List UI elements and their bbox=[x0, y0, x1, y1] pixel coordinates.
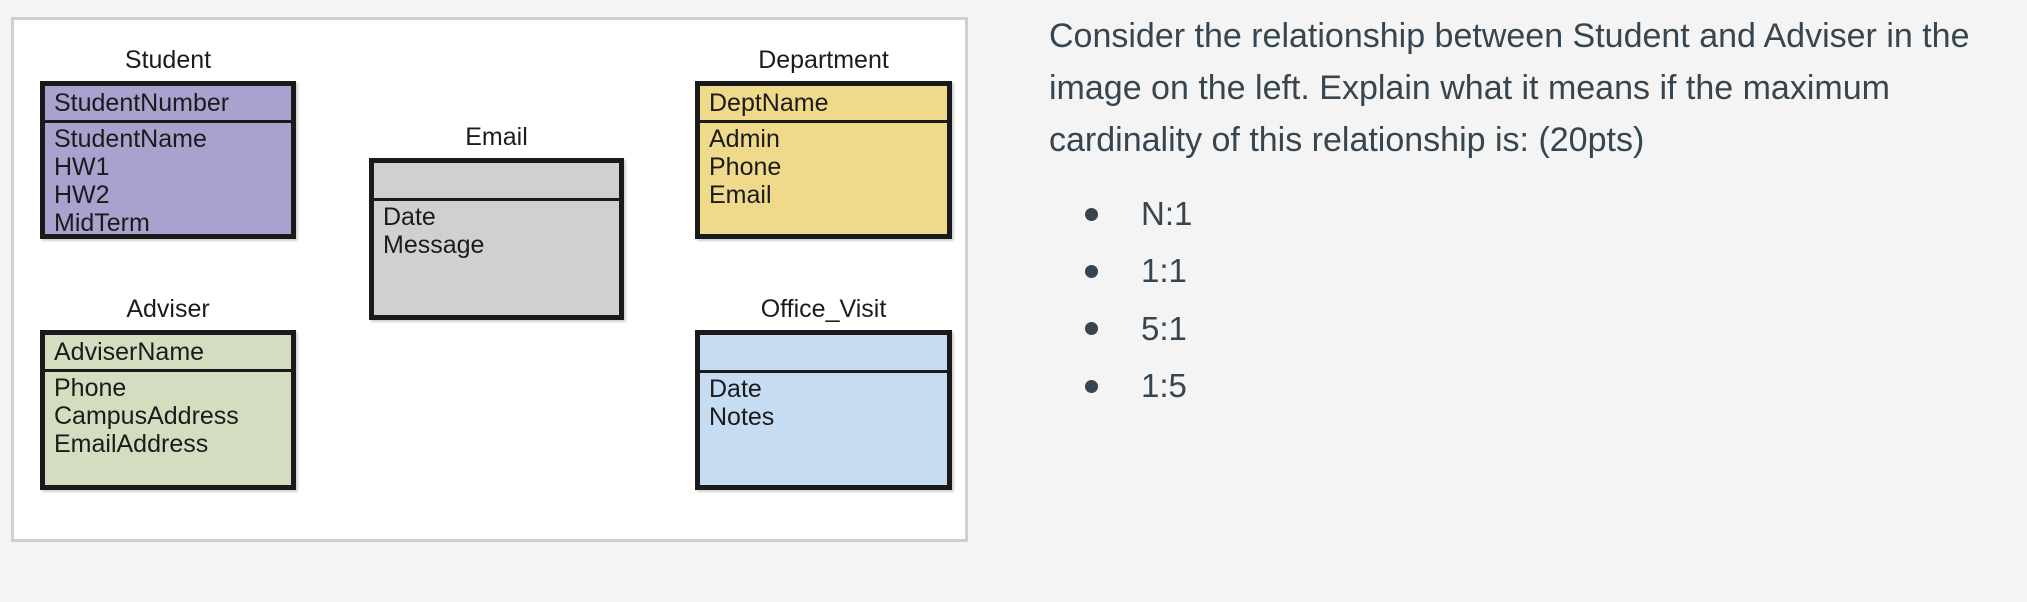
entity-student-attributes: StudentName HW1 HW2 MidTerm bbox=[45, 123, 291, 241]
attribute-row: Phone bbox=[54, 374, 127, 402]
entity-student-title: Student bbox=[124, 46, 212, 74]
entity-department-key: DeptName bbox=[700, 86, 947, 123]
attribute-row: StudentName bbox=[54, 125, 207, 153]
bullet-icon bbox=[1085, 264, 1098, 278]
entity-office-visit-key bbox=[700, 335, 947, 373]
entity-office-visit-title: Office_Visit bbox=[760, 295, 887, 323]
entity-office-visit-box: Date Notes bbox=[695, 330, 952, 490]
entity-department-attributes: Admin Phone Email bbox=[700, 123, 947, 213]
answer-choice-3[interactable]: 5:1 bbox=[1049, 309, 1999, 347]
question-prompt: Consider the relationship between Studen… bbox=[1049, 17, 1970, 160]
answer-choice-label: 1:5 bbox=[1141, 366, 1187, 404]
entity-adviser-box: AdviserName Phone CampusAddress EmailAdd… bbox=[40, 330, 296, 490]
attribute-row: Date bbox=[383, 203, 436, 231]
entity-email-attributes: Date Message bbox=[374, 201, 619, 263]
entity-student-box: StudentNumber StudentName HW1 HW2 MidTer… bbox=[40, 81, 296, 239]
question-panel: Consider the relationship between Studen… bbox=[1049, 10, 1999, 425]
bullet-icon bbox=[1085, 322, 1098, 336]
answer-choice-1[interactable]: N:1 bbox=[1049, 195, 1999, 233]
attribute-row: Message bbox=[383, 231, 485, 259]
entity-adviser-attributes: Phone CampusAddress EmailAddress bbox=[45, 372, 291, 462]
attribute-row: MidTerm bbox=[54, 209, 150, 237]
entity-adviser-key: AdviserName bbox=[45, 335, 291, 372]
bullet-icon bbox=[1085, 379, 1098, 393]
answer-choice-4[interactable]: 1:5 bbox=[1049, 366, 1999, 404]
bullet-icon bbox=[1085, 207, 1098, 221]
answer-choice-list: N:1 1:1 5:1 1:5 bbox=[1049, 195, 1999, 404]
answer-choice-2[interactable]: 1:1 bbox=[1049, 253, 1999, 289]
answer-choice-label: N:1 bbox=[1141, 195, 1193, 233]
attribute-row: Admin bbox=[709, 125, 780, 153]
entity-email-key bbox=[374, 163, 619, 201]
attribute-row: CampusAddress bbox=[54, 402, 239, 430]
entity-department-box: DeptName Admin Phone Email bbox=[695, 81, 952, 239]
attribute-row: HW1 bbox=[54, 153, 110, 181]
attribute-row: Email bbox=[709, 181, 772, 209]
attribute-row: EmailAddress bbox=[54, 430, 209, 458]
entity-adviser-title: Adviser bbox=[126, 295, 210, 323]
attribute-row: Phone bbox=[709, 153, 782, 181]
entity-student-key: StudentNumber bbox=[45, 86, 291, 123]
entity-department-title: Department bbox=[758, 46, 889, 74]
er-diagram-panel: Student StudentNumber StudentName HW1 HW… bbox=[11, 17, 968, 542]
attribute-row: Date bbox=[709, 375, 762, 403]
entity-office-visit-attributes: Date Notes bbox=[700, 373, 947, 435]
entity-email-title: Email bbox=[465, 123, 528, 151]
attribute-row: HW2 bbox=[54, 181, 110, 209]
answer-choice-label: 1:1 bbox=[1141, 252, 1187, 290]
answer-choice-label: 5:1 bbox=[1141, 309, 1187, 347]
attribute-row: Notes bbox=[709, 403, 775, 431]
entity-email-box: Date Message bbox=[369, 158, 624, 320]
